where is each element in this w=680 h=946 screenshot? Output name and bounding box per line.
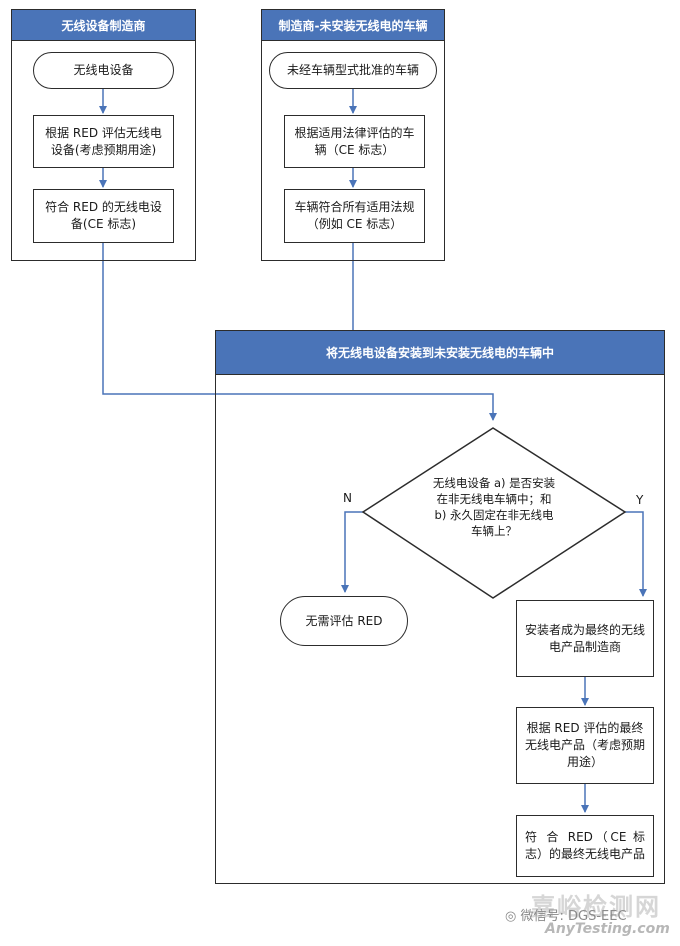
decision-diamond: [361, 427, 627, 599]
connector-yes: [625, 511, 647, 597]
final-product-assessment: 根据 RED 评估的最终无线电产品（考虑预期用途）: [516, 707, 654, 784]
final-product-compliant: 符 合 RED（CE 标 志）的最终无线电产品: [516, 815, 654, 877]
install-lane-title: 将无线电设备安装到未安装无线电的车辆中: [215, 330, 665, 375]
watermark-wechat: ◎ 微信号: DGS-EEC: [505, 905, 627, 924]
manufacturer-step-compliant: 符合 RED 的无线电设备(CE 标志): [33, 189, 174, 243]
yes-label: Y: [636, 493, 644, 507]
connector-left-to-decision: [102, 243, 497, 421]
manufacturer-start: 无线电设备: [33, 52, 174, 89]
no-result-terminal: 无需评估 RED: [280, 596, 408, 646]
connector-no: [341, 511, 364, 593]
watermark-site-en: AnyTesting.com: [545, 921, 670, 937]
vehicle-start: 未经车辆型式批准的车辆: [269, 52, 437, 89]
decision-text: 无线电设备 a) 是否安装在非无线电车辆中；和 b) 永久固定在非无线电车辆上？: [432, 476, 556, 538]
vehicle-step-assess: 根据适用法律评估的车辆（CE 标志）: [284, 115, 425, 168]
no-label: N: [343, 491, 352, 505]
installer-becomes-manufacturer: 安装者成为最终的无线电产品制造商: [516, 600, 654, 677]
manufacturer-step-assess: 根据 RED 评估无线电设备(考虑预期用途): [33, 115, 174, 168]
watermark-wechat-text: 微信号: DGS-EEC: [520, 909, 627, 924]
vehicle-step-compliant: 车辆符合所有适用法规（例如 CE 标志）: [284, 189, 425, 243]
manufacturer-lane-title: 无线设备制造商: [11, 9, 196, 41]
wechat-icon: ◎: [505, 909, 517, 924]
watermark-site-cn: 嘉峪检测网: [531, 893, 661, 921]
vehicle-lane-title: 制造商-未安装无线电的车辆: [261, 9, 445, 41]
